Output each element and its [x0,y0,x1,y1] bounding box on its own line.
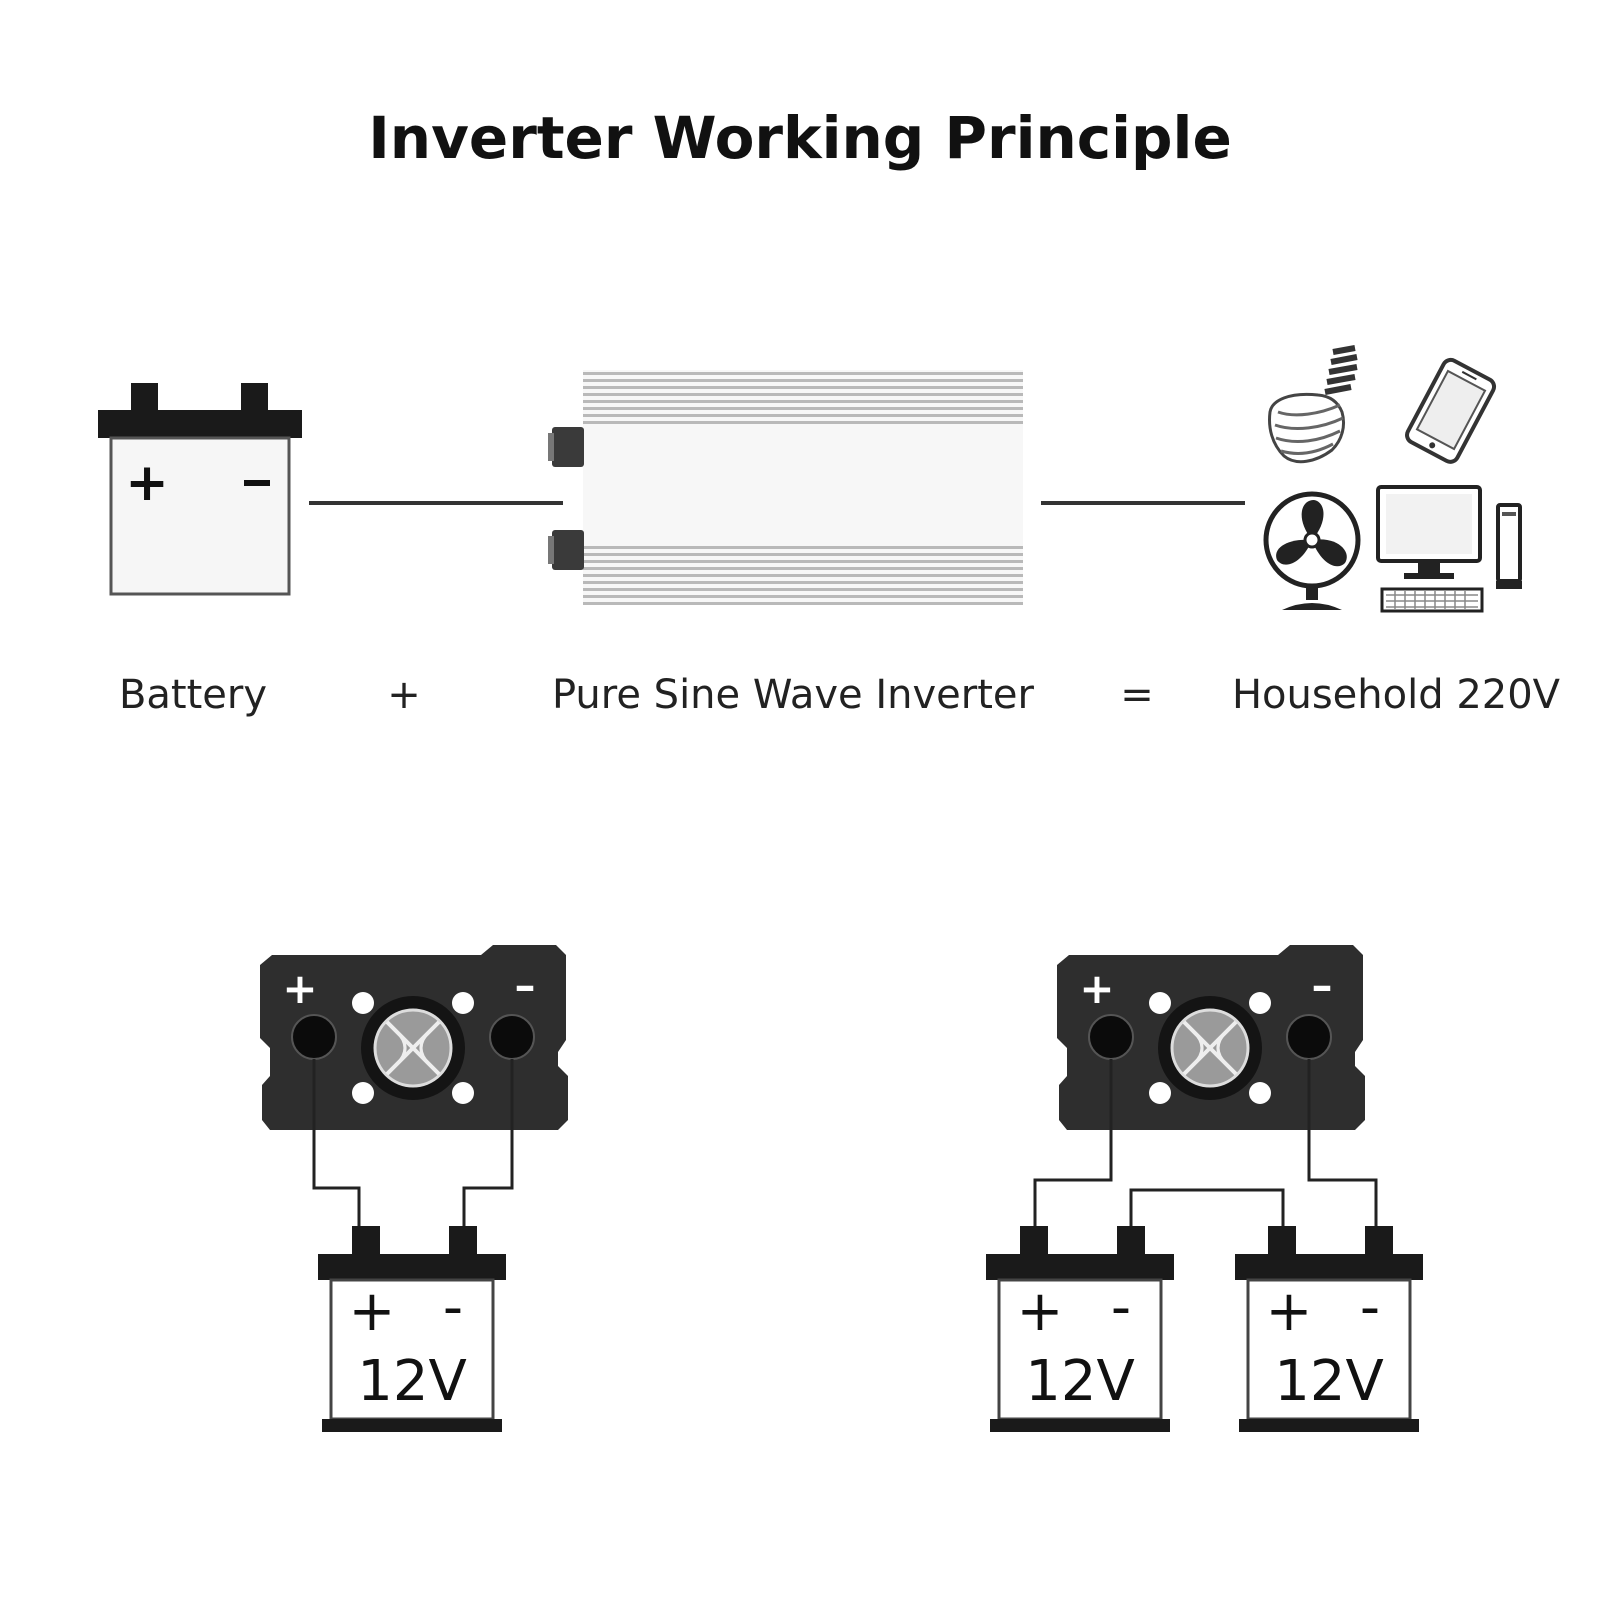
output-caption: Household 220V [1232,672,1561,718]
wire-positive-single [312,1059,361,1228]
heatsink-fin [583,553,1023,556]
page-title: Inverter Working Principle [368,104,1232,172]
wire-negative-series [1307,1059,1378,1228]
inverter-heatsink-fins [583,372,1023,605]
battery-caption: Battery [119,672,267,718]
inverter-terminal-panel-left: + – [260,945,568,1130]
battery-positive-sign: + [125,453,169,513]
panel-right-positive-sign: + [1079,964,1114,1013]
heatsink-fin [583,414,1023,417]
heatsink-fin [583,407,1023,410]
heatsink-fin [583,546,1023,549]
inverter-unit [548,370,1023,605]
heatsink-fin [583,379,1023,382]
series-right-positive-sign: + [1266,1279,1313,1344]
wire-negative-single [462,1059,514,1228]
panel-right-negative-sign: – [1312,961,1333,1010]
panel-left-negative-sign: – [515,961,536,1010]
panel-left-positive-sign: + [282,964,317,1013]
heatsink-fin [583,602,1023,605]
series-left-negative-sign: - [1111,1275,1131,1340]
single-battery-voltage: 12V [357,1349,467,1414]
battery-icon: + [98,383,302,596]
panel-left-negative-terminal [489,1014,535,1060]
heatsink-fin [583,567,1023,570]
battery-12v-series-left: + - 12V [986,1226,1174,1432]
single-battery-positive-sign: + [349,1279,396,1344]
inverter-caption: Pure Sine Wave Inverter [552,672,1035,718]
heatsink-fin [583,386,1023,389]
heatsink-fin [583,581,1023,584]
battery-12v-series-right: + - 12V [1235,1226,1423,1432]
heatsink-fin [583,372,1023,375]
heatsink-fin [583,400,1023,403]
fan-icon [1263,491,1361,610]
heatsink-fin [583,588,1023,591]
smartphone-icon [1405,357,1497,464]
heatsink-fin [583,595,1023,598]
series-right-battery-voltage: 12V [1274,1349,1384,1414]
series-right-negative-sign: - [1360,1275,1380,1340]
battery-12v-single: + - 12V [318,1226,506,1432]
desktop-computer-icon [1376,485,1522,613]
heatsink-fin [583,560,1023,563]
heatsink-fin [583,421,1023,424]
heatsink-fin [583,574,1023,577]
plus-operator: + [387,672,421,718]
series-left-battery-voltage: 12V [1025,1349,1135,1414]
wire-positive-series [1033,1059,1113,1228]
wire-series-link [1129,1188,1285,1228]
panel-right-positive-terminal [1088,1014,1134,1060]
series-left-positive-sign: + [1017,1279,1064,1344]
battery-negative-sign [244,480,270,486]
panel-left-positive-terminal [291,1014,337,1060]
inverter-terminal-panel-right: + – [1057,945,1365,1130]
single-battery-negative-sign: - [443,1275,463,1340]
equals-operator: = [1120,672,1154,718]
panel-right-negative-terminal [1286,1014,1332,1060]
heatsink-fin [583,393,1023,396]
cfl-bulb-icon [1268,345,1358,464]
